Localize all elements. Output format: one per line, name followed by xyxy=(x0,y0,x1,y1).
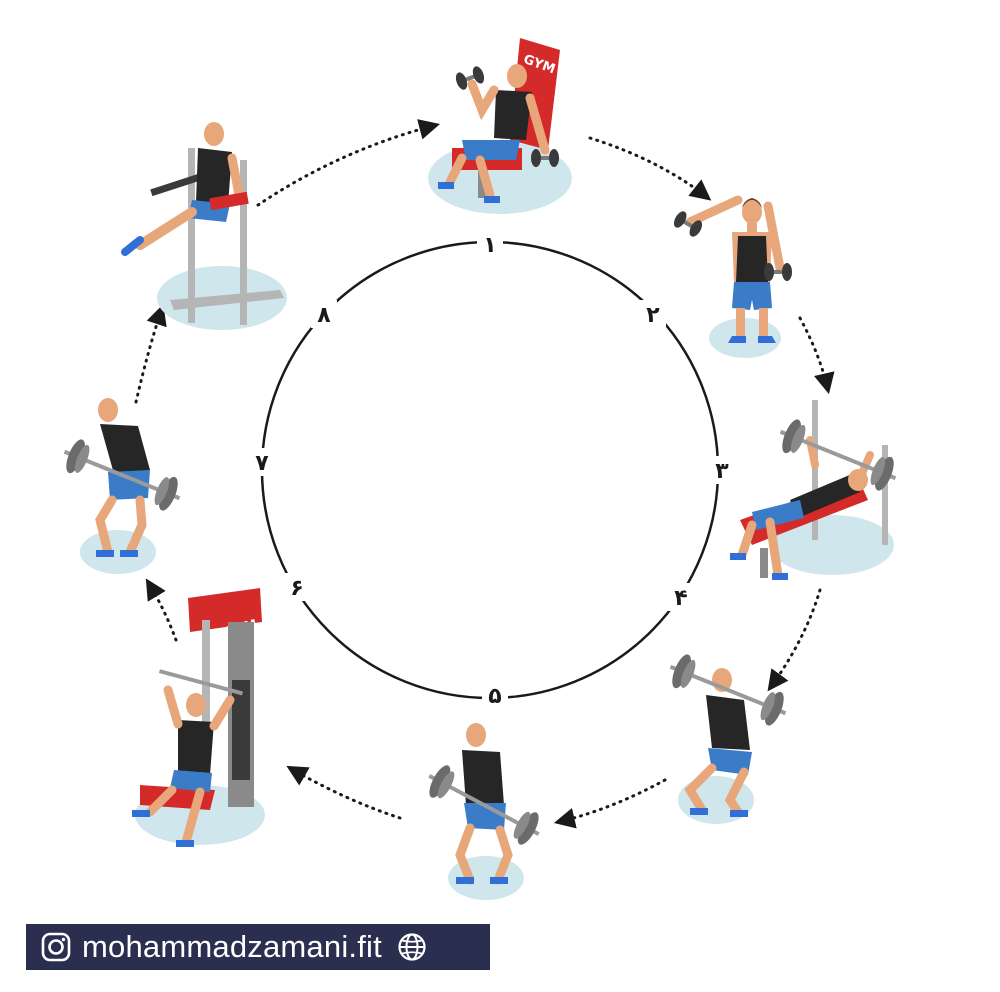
arrow-5-to-6 xyxy=(286,765,402,820)
arrow-6-to-7 xyxy=(145,578,178,642)
instagram-icon[interactable] xyxy=(40,931,72,963)
exercise-captains-chair-leg-raise xyxy=(121,122,287,330)
cycle-number-3: ٣ xyxy=(715,459,729,484)
exercise-barbell-front-squat xyxy=(663,650,793,824)
ring-gap xyxy=(284,573,310,601)
ring-gap xyxy=(709,456,735,484)
arrow-4-to-5 xyxy=(553,778,667,829)
ring-gap xyxy=(249,448,275,476)
ring-gap xyxy=(668,583,694,611)
exercise-machine-shoulder-press: GYM xyxy=(132,588,265,847)
cycle-number-6: ۶ xyxy=(290,576,303,601)
globe-icon[interactable] xyxy=(396,931,428,963)
arrow-3-to-4 xyxy=(767,588,822,692)
cycle-number-7: ٧ xyxy=(255,451,269,476)
arrow-8-to-1 xyxy=(256,119,441,207)
ring-gap xyxy=(477,230,503,258)
cycle-number-1: ١ xyxy=(483,233,496,258)
exercise-barbell-bench-press xyxy=(730,400,903,580)
footer-banner: mohammadzamani.fit xyxy=(26,924,490,970)
cycle-number-4: ۴ xyxy=(674,586,687,611)
arrow-1-to-2 xyxy=(588,136,712,201)
exercise-barbell-bent-over-row xyxy=(57,398,187,574)
cycle-number-8: ٨ xyxy=(317,303,331,328)
ring-gap xyxy=(311,300,337,328)
arrow-7-to-8 xyxy=(134,304,167,404)
arrow-2-to-3 xyxy=(798,316,835,395)
exercise-barbell-deadlift xyxy=(420,723,548,900)
cycle-number-5: ۵ xyxy=(488,684,501,709)
ring-gap xyxy=(482,681,508,709)
exercise-seated-dumbbell-curl: GYM xyxy=(428,38,572,214)
exercise-dumbbell-lateral-raise xyxy=(671,195,792,358)
footer-handle[interactable]: mohammadzamani.fit xyxy=(82,929,382,964)
cycle-number-2: ٢ xyxy=(646,303,660,328)
ring-gap xyxy=(640,300,666,328)
